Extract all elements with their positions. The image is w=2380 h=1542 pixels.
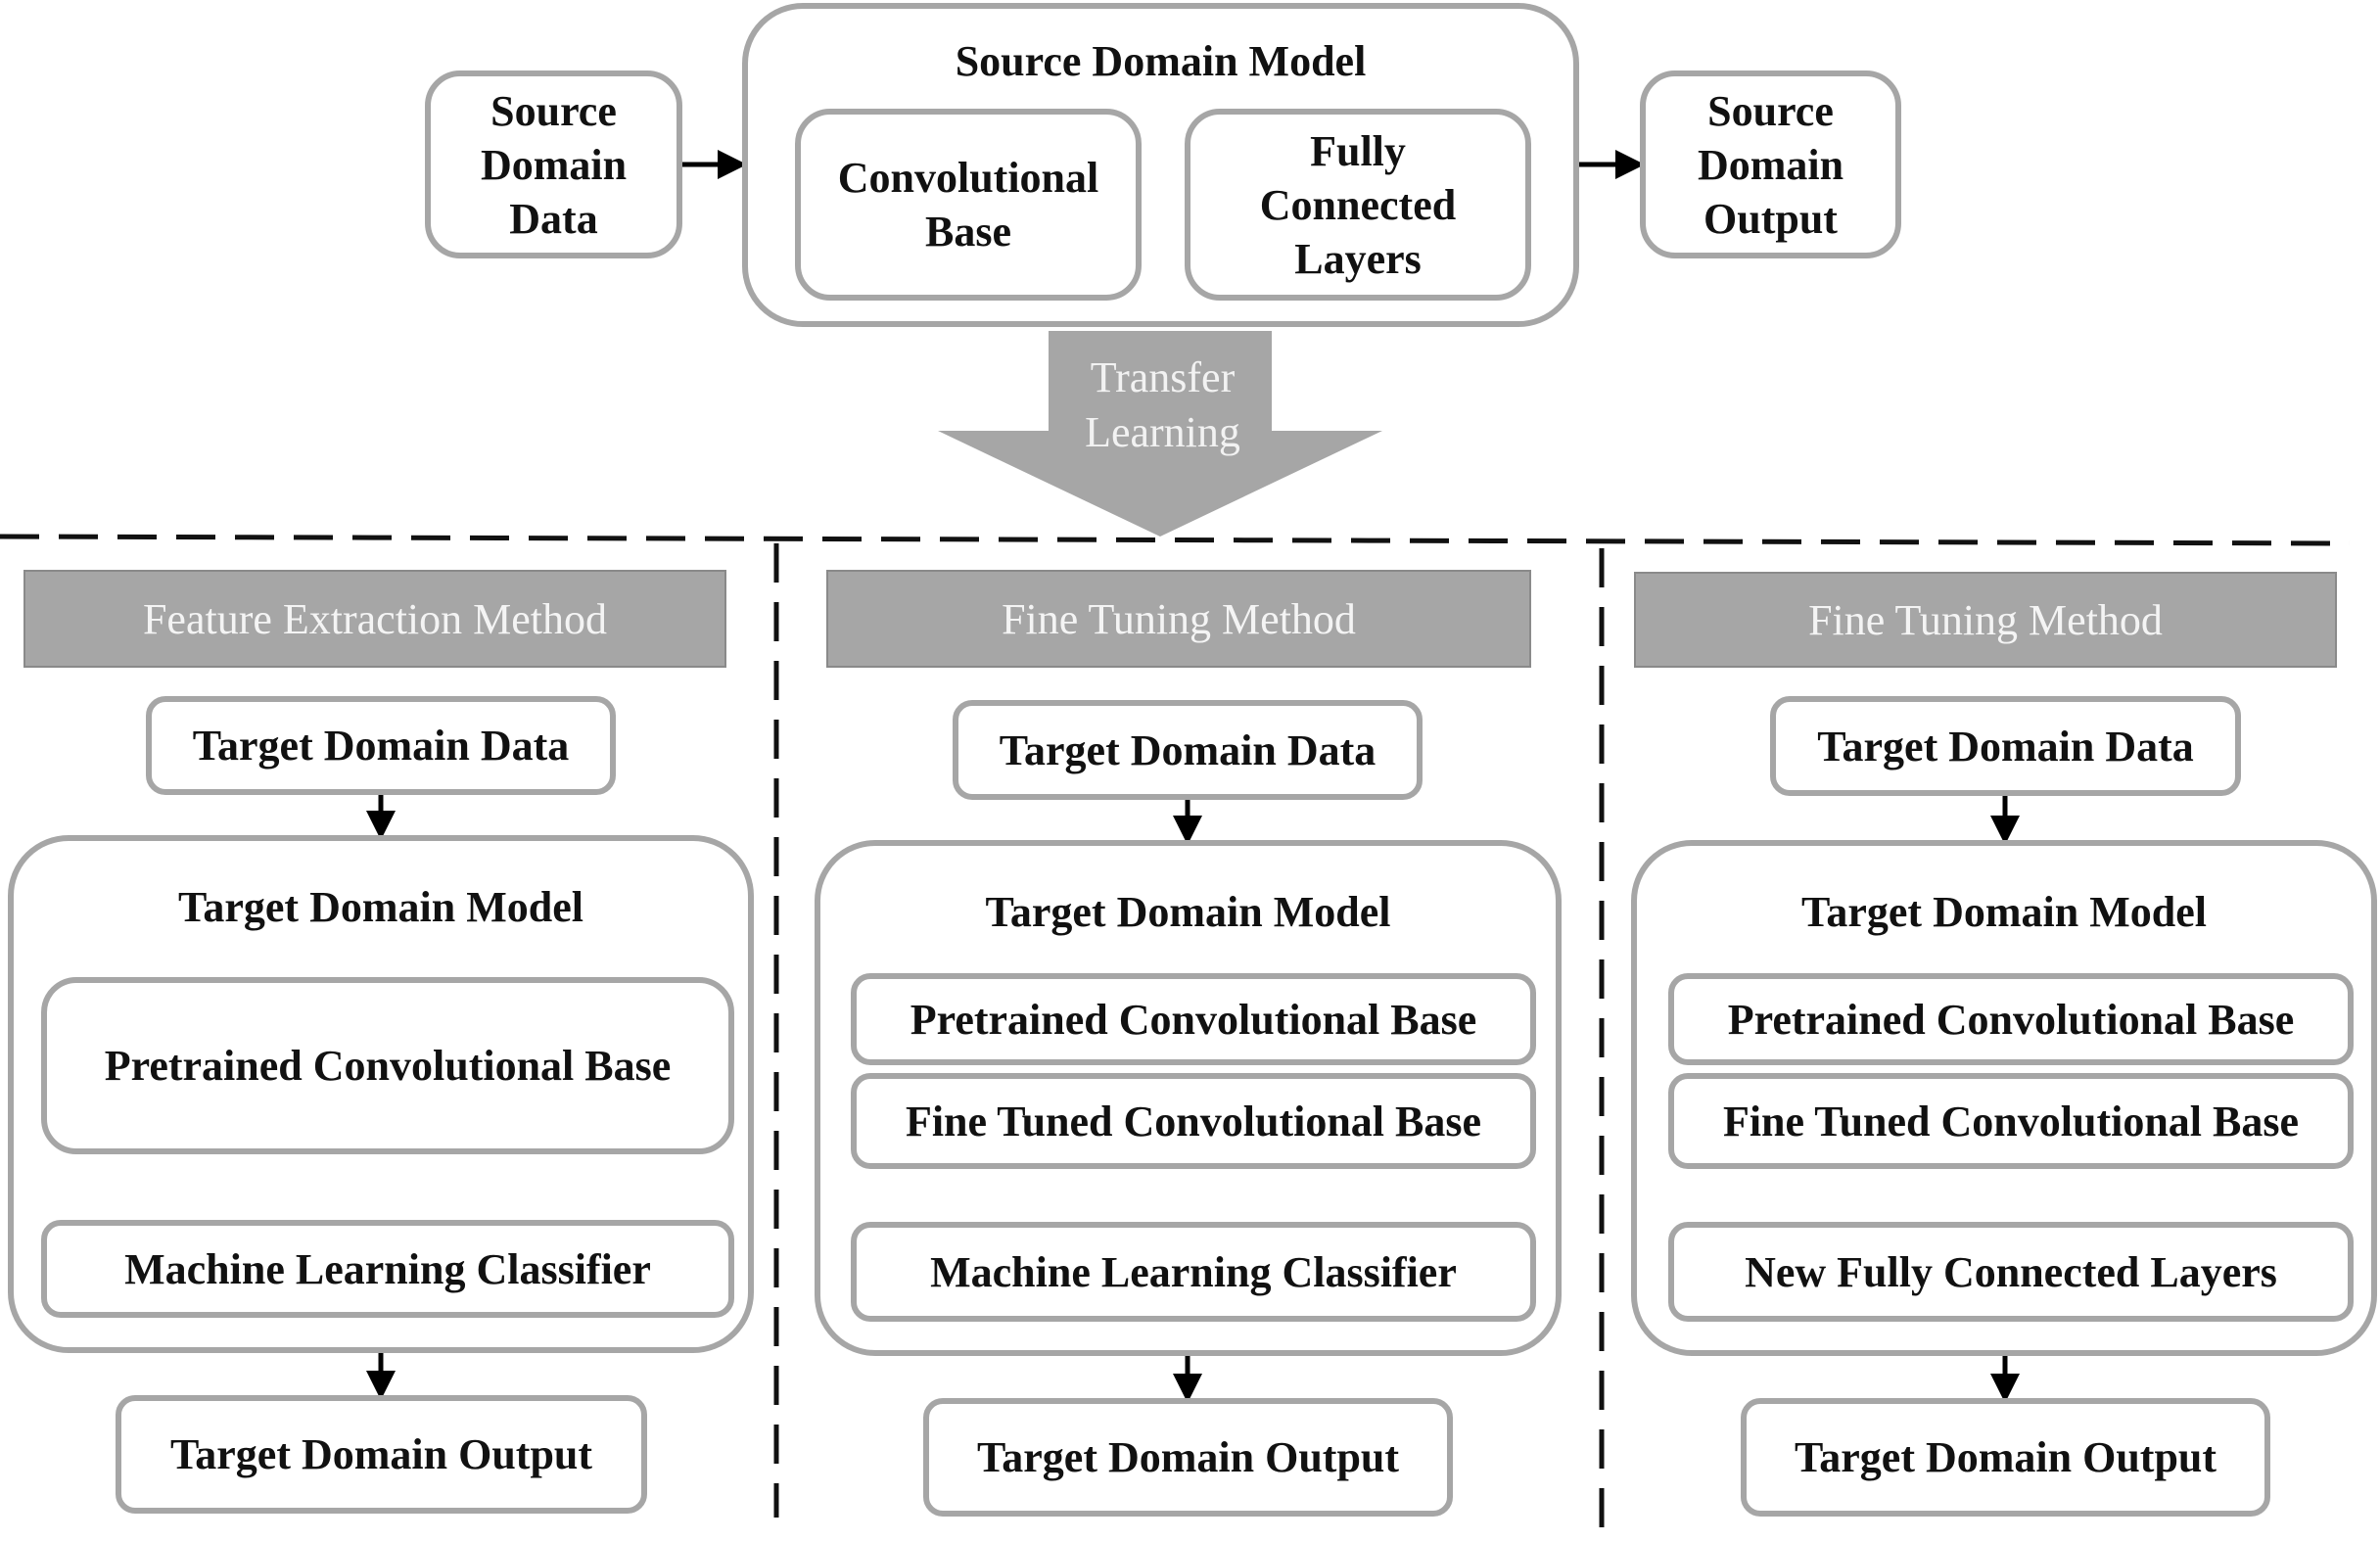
col2-target-domain-model-box: Target Domain Model Pretrained Convoluti… <box>815 840 1562 1356</box>
col2-classifier-label: Machine Learning Classifier <box>930 1247 1457 1296</box>
dashed-separator-top <box>0 534 2351 546</box>
col1-classifier-box: Machine Learning Classifier <box>41 1220 734 1318</box>
col2-fine-tuned-conv-base-label: Fine Tuned Convolutional Base <box>905 1097 1482 1145</box>
source-domain-model-box: Source Domain Model Convolutional Base F… <box>742 3 1579 327</box>
col3-pretrained-conv-base-box: Pretrained Convolutional Base <box>1668 973 2354 1065</box>
col2-classifier-box: Machine Learning Classifier <box>851 1222 1536 1322</box>
col1-target-domain-output-box: Target Domain Output <box>116 1395 647 1514</box>
col1-target-domain-model-box: Target Domain Model Pretrained Convoluti… <box>8 835 754 1353</box>
col1-target-domain-data-label: Target Domain Data <box>192 722 570 770</box>
col2-method-header: Fine Tuning Method <box>826 570 1531 668</box>
col3-method-header: Fine Tuning Method <box>1634 572 2337 668</box>
col3-method-header-label: Fine Tuning Method <box>1808 595 2163 644</box>
col1-method-header: Feature Extraction Method <box>23 570 726 668</box>
col2-method-header-label: Fine Tuning Method <box>1002 594 1356 643</box>
source-domain-data-box: Source Domain Data <box>425 70 682 258</box>
transfer-learning-label: Transfer Learning <box>1085 353 1240 456</box>
fully-connected-layers-label: Fully Connected Layers <box>1259 126 1457 283</box>
source-domain-output-box: Source Domain Output <box>1640 70 1901 258</box>
convolutional-base-box: Convolutional Base <box>795 109 1142 301</box>
source-domain-output-label: Source Domain Output <box>1697 86 1844 243</box>
col1-target-domain-model-title: Target Domain Model <box>178 883 583 931</box>
col2-pretrained-conv-base-box: Pretrained Convolutional Base <box>851 973 1536 1065</box>
col2-fine-tuned-conv-base-box: Fine Tuned Convolutional Base <box>851 1073 1536 1169</box>
col1-classifier-label: Machine Learning Classifier <box>124 1244 651 1293</box>
col2-target-domain-output-box: Target Domain Output <box>923 1398 1453 1517</box>
col1-target-domain-data-box: Target Domain Data <box>146 696 616 795</box>
col1-pretrained-conv-base-box: Pretrained Convolutional Base <box>41 977 734 1154</box>
col2-pretrained-conv-base-label: Pretrained Convolutional Base <box>910 995 1477 1044</box>
col3-target-domain-model-title: Target Domain Model <box>1801 888 2207 936</box>
col1-pretrained-conv-base-label: Pretrained Convolutional Base <box>104 1042 672 1090</box>
col3-target-domain-output-label: Target Domain Output <box>1794 1433 2217 1481</box>
col2-target-domain-output-label: Target Domain Output <box>976 1433 1400 1481</box>
col2-target-domain-model-title: Target Domain Model <box>985 888 1391 936</box>
col3-target-domain-output-box: Target Domain Output <box>1741 1398 2270 1517</box>
col2-target-domain-data-box: Target Domain Data <box>953 700 1423 800</box>
col3-target-domain-data-label: Target Domain Data <box>1817 722 2194 771</box>
source-domain-data-label: Source Domain Data <box>480 86 628 243</box>
col3-fine-tuned-conv-base-label: Fine Tuned Convolutional Base <box>1722 1097 2300 1145</box>
transfer-arrow <box>938 331 1382 537</box>
fully-connected-layers-box: Fully Connected Layers <box>1185 109 1531 301</box>
col1-target-domain-output-label: Target Domain Output <box>169 1430 593 1478</box>
col3-target-domain-data-box: Target Domain Data <box>1770 696 2241 796</box>
col3-fine-tuned-conv-base-box: Fine Tuned Convolutional Base <box>1668 1073 2354 1169</box>
col3-target-domain-model-box: Target Domain Model Pretrained Convoluti… <box>1631 840 2377 1356</box>
col3-new-fc-layers-box: New Fully Connected Layers <box>1668 1222 2354 1322</box>
convolutional-base-label: Convolutional Base <box>837 154 1099 256</box>
col2-target-domain-data-label: Target Domain Data <box>999 725 1377 774</box>
source-domain-model-title: Source Domain Model <box>955 37 1367 85</box>
col1-method-header-label: Feature Extraction Method <box>142 594 608 643</box>
col3-new-fc-layers-label: New Fully Connected Layers <box>1745 1247 2277 1296</box>
col3-pretrained-conv-base-label: Pretrained Convolutional Base <box>1727 995 2295 1044</box>
